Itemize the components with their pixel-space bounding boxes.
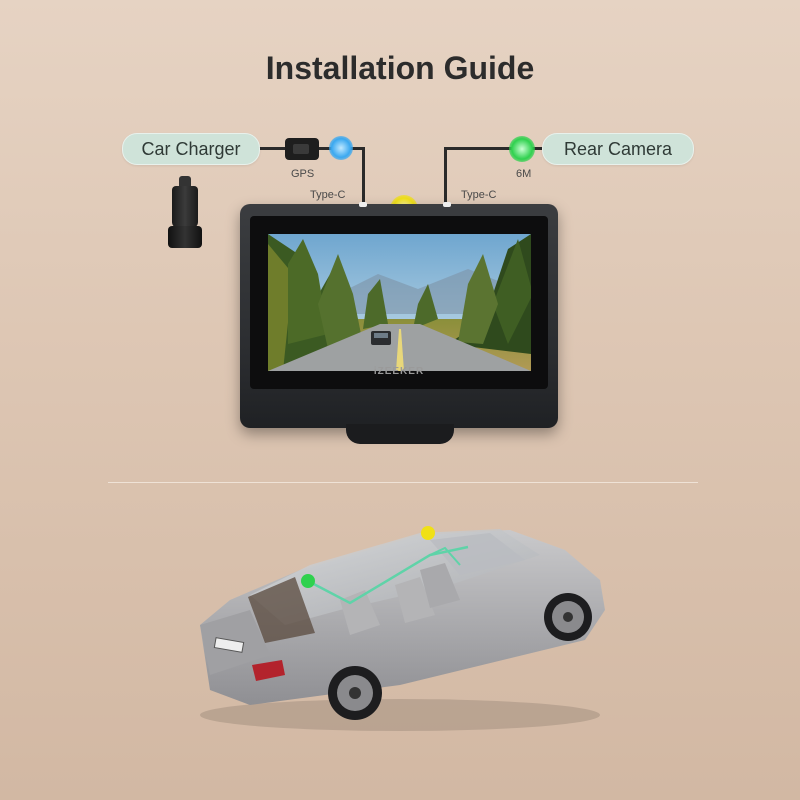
car-icon xyxy=(190,515,610,735)
rear-wire-horizontal xyxy=(444,147,544,150)
camera-screen xyxy=(268,234,531,371)
road-scene-image xyxy=(268,234,531,371)
gps-module-icon xyxy=(285,138,319,160)
rear-wire-vertical xyxy=(444,147,447,207)
dash-camera-icon: iZEEKER xyxy=(240,202,558,428)
car-charger-label: Car Charger xyxy=(122,133,260,165)
left-type-c-label: Type-C xyxy=(310,189,346,201)
section-divider xyxy=(108,482,698,483)
dashcam-mount xyxy=(346,424,454,444)
cable-length-label: 6M xyxy=(516,168,532,180)
right-type-c-label: Type-C xyxy=(461,189,497,201)
gps-label: GPS xyxy=(291,168,315,180)
car-charger-icon xyxy=(168,176,202,248)
rear-camera-indicator-dot xyxy=(509,136,535,162)
dashcam-brand-logo: iZEEKER xyxy=(373,366,425,377)
screen-bezel xyxy=(250,216,548,389)
right-port xyxy=(443,202,451,207)
page-title: Installation Guide xyxy=(265,50,535,86)
charger-wire-vertical xyxy=(362,147,365,207)
gps-indicator-dot xyxy=(329,136,353,160)
rear-camera-label: Rear Camera xyxy=(542,133,694,165)
left-port xyxy=(359,202,367,207)
